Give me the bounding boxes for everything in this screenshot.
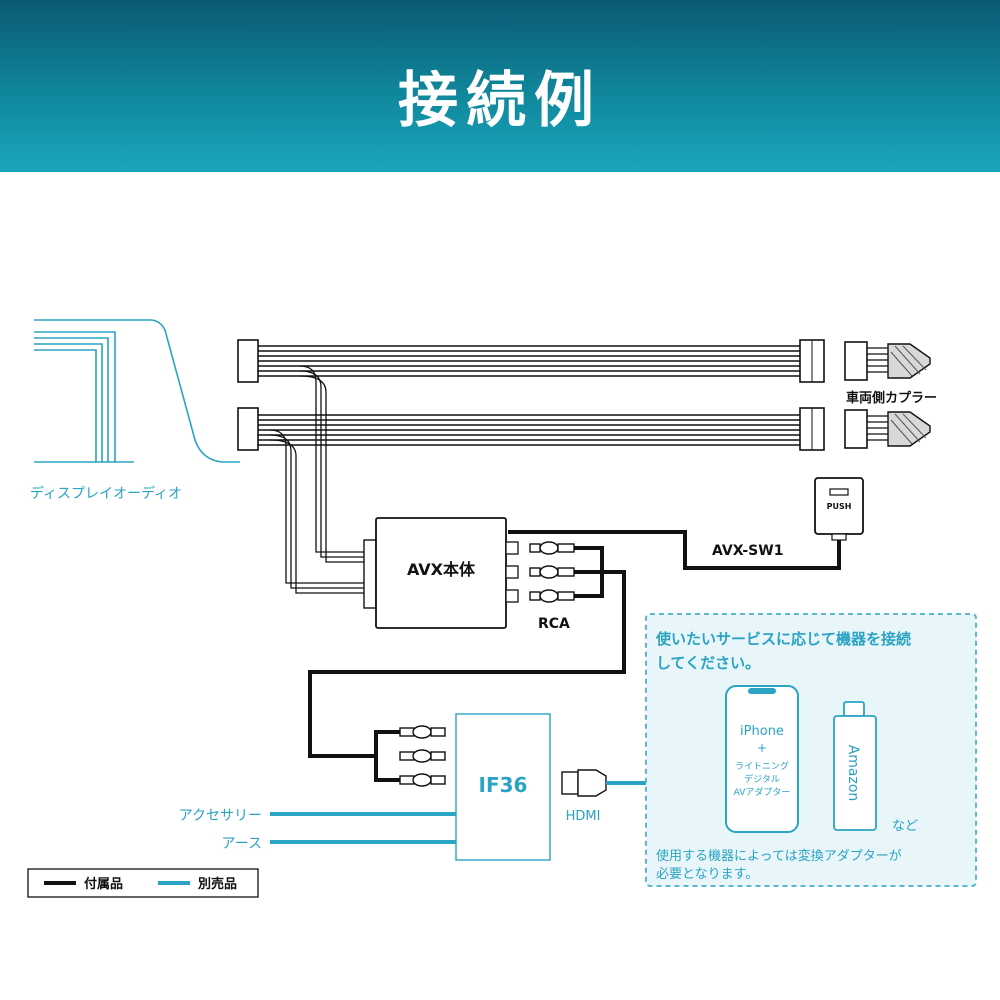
- hdmi-label: HDMI: [566, 809, 601, 824]
- hdmi-plug: [561, 769, 607, 797]
- if36-unit: [455, 713, 551, 861]
- rca-plugs-if36: [399, 725, 446, 787]
- amazon-label: Amazon: [845, 745, 861, 802]
- switch-push-label: PUSH: [827, 502, 852, 511]
- note-title-line2: してください。: [656, 654, 760, 672]
- legend-included: 付属品: [84, 876, 123, 892]
- switch-name-label: AVX-SW1: [712, 543, 783, 559]
- bottom-left-connector: [237, 407, 259, 451]
- display-audio-label: ディスプレイオーディオ: [30, 485, 182, 502]
- ground-label: アース: [222, 836, 262, 852]
- bottom-harness: [258, 414, 800, 446]
- top-left-connector: [237, 339, 259, 383]
- note-footer-line2: 必要となります。: [656, 867, 758, 882]
- iphone-graphic: iPhone + ライトニング デジタル AVアダプター: [725, 685, 799, 833]
- etc-label: など: [892, 819, 918, 834]
- avx-main-unit: AVX本体: [363, 517, 519, 629]
- switch-cable: [508, 530, 841, 570]
- display-audio-outline: [34, 319, 240, 463]
- vehicle-coupler-bottom: [844, 409, 931, 449]
- legend: 付属品 別売品: [27, 868, 259, 898]
- rca-plugs-avx: [529, 541, 575, 603]
- note-title-line1: 使いたいサービスに応じて機器を接続: [655, 630, 911, 648]
- vehicle-coupler-top: [844, 341, 931, 381]
- accessory-label: アクセサリー: [179, 808, 262, 824]
- vehicle-coupler-label: 車両側カプラー: [846, 390, 937, 406]
- branch-wires: [269, 365, 376, 594]
- page-title: 接続例: [398, 66, 602, 136]
- header-banner: 接続例: [0, 0, 1000, 172]
- iphone-line-2: +: [757, 741, 767, 755]
- iphone-line-1: iPhone: [740, 724, 784, 739]
- if36-label: IF36: [479, 773, 528, 797]
- switch-unit: PUSH: [814, 477, 864, 541]
- legend-sold-separately: 別売品: [197, 876, 237, 892]
- top-harness: [258, 345, 800, 377]
- iphone-line-3: ライトニング: [735, 760, 789, 772]
- avx-unit-label: AVX本体: [407, 560, 476, 579]
- amazon-stick-graphic: Amazon: [833, 701, 877, 831]
- rca-label: RCA: [538, 616, 570, 632]
- note-footer-line1: 使用する機器によっては変換アダプターが: [656, 848, 902, 864]
- iphone-line-5: AVアダプター: [734, 786, 791, 798]
- iphone-line-4: デジタル: [744, 773, 780, 785]
- rca-cables: [308, 546, 626, 758]
- rca-cables-if36: [374, 730, 400, 782]
